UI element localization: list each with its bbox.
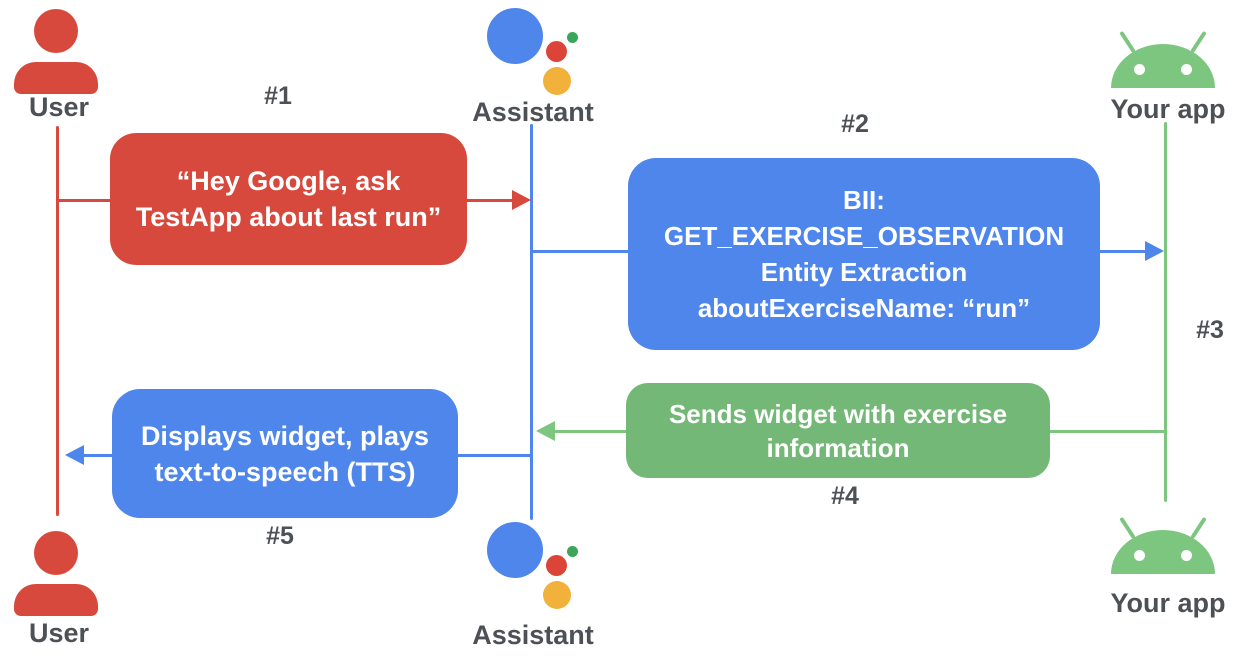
- assistant-logo-yellow-circle: [543, 581, 571, 609]
- message-1-box: “Hey Google, ask TestApp about last run”: [110, 133, 467, 265]
- message-2-arrowhead: [1145, 241, 1164, 261]
- message-2-line-left: [532, 250, 628, 253]
- actor-label-user-bottom: User: [28, 618, 90, 648]
- actor-label-assistant-bottom: Assistant: [472, 620, 594, 650]
- user-icon-bottom: [14, 530, 102, 618]
- message-2-box: BII: GET_EXERCISE_OBSERVATION Entity Ext…: [628, 158, 1100, 350]
- android-head: [1111, 530, 1215, 574]
- message-5-text-line1: Displays widget, plays: [140, 420, 430, 451]
- assistant-logo-red-circle: [546, 41, 567, 62]
- assistant-logo-blue-circle: [487, 522, 543, 578]
- step-label-4: #4: [831, 482, 859, 510]
- google-assistant-icon: [480, 6, 590, 98]
- message-1-line-left: [58, 199, 110, 202]
- android-antenna-right: [1190, 30, 1207, 54]
- message-4-line-left: [553, 430, 626, 433]
- message-5-line-right: [458, 454, 532, 457]
- message-4-text-line1: Sends widget with exercise: [668, 398, 1008, 429]
- message-1-line-right: [467, 199, 513, 202]
- actor-label-app-top: Your app: [1110, 94, 1226, 124]
- actor-label-assistant-top: Assistant: [472, 97, 594, 127]
- message-2-text-line4: aboutExerciseName: “run”: [697, 293, 1031, 323]
- lifeline-user: [56, 126, 59, 516]
- lifeline-app: [1164, 122, 1167, 502]
- android-eye-right: [1181, 64, 1192, 75]
- assistant-logo-red-circle: [546, 555, 567, 576]
- android-eye-left: [1134, 64, 1145, 75]
- message-2-text-line2: GET_EXERCISE_OBSERVATION: [663, 221, 1065, 251]
- message-5-arrowhead: [65, 445, 84, 465]
- actor-label-app-bottom: Your app: [1110, 588, 1226, 618]
- message-4-line-right: [1050, 430, 1166, 433]
- message-1-text-line1: “Hey Google, ask: [176, 166, 401, 196]
- message-2-text-line1: BII:: [843, 185, 885, 215]
- user-icon-head: [34, 531, 78, 575]
- android-antenna-left: [1119, 516, 1136, 540]
- android-antenna-left: [1119, 30, 1136, 54]
- assistant-logo-green-dot: [567, 32, 578, 43]
- user-icon-torso: [14, 62, 98, 94]
- message-4-box: Sends widget with exercise information: [626, 383, 1050, 478]
- message-5-box: Displays widget, plays text-to-speech (T…: [112, 389, 458, 518]
- assistant-logo-green-dot: [567, 546, 578, 557]
- message-5-text-line2: text-to-speech (TTS): [154, 456, 416, 487]
- user-icon: [14, 8, 102, 96]
- user-icon-torso: [14, 584, 98, 616]
- android-icon: [1108, 24, 1218, 88]
- actor-label-user-top: User: [28, 92, 90, 122]
- assistant-logo-yellow-circle: [543, 67, 571, 95]
- user-icon-head: [34, 9, 78, 53]
- step-label-2: #2: [841, 110, 869, 138]
- message-2-line-right: [1100, 250, 1146, 253]
- step-label-1: #1: [264, 82, 292, 110]
- android-antenna-right: [1190, 516, 1207, 540]
- android-head: [1111, 44, 1215, 88]
- android-eye-right: [1181, 550, 1192, 561]
- message-4-text-line2: information: [766, 432, 910, 463]
- message-4-arrowhead: [536, 421, 555, 441]
- message-2-text-line3: Entity Extraction: [760, 257, 968, 287]
- message-5-line-left: [83, 454, 112, 457]
- assistant-logo-blue-circle: [487, 8, 543, 64]
- message-1-arrowhead: [512, 190, 531, 210]
- lifeline-assistant: [530, 124, 533, 520]
- google-assistant-icon-bottom: [480, 520, 590, 612]
- message-1-text-line2: TestApp about last run”: [135, 202, 442, 232]
- step-label-3: #3: [1196, 316, 1224, 344]
- android-eye-left: [1134, 550, 1145, 561]
- android-icon-bottom: [1108, 510, 1218, 574]
- step-label-5: #5: [266, 522, 294, 550]
